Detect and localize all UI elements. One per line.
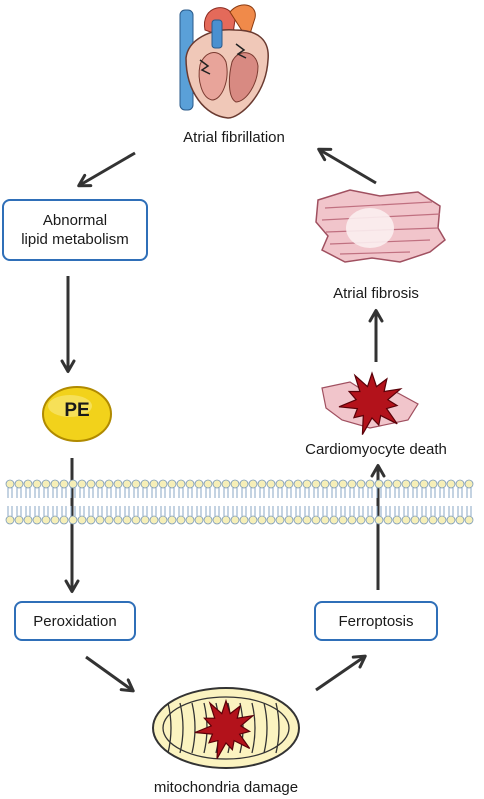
cell-membrane-icon — [5, 479, 474, 525]
arrow-mito-to-ferroptosis — [315, 654, 367, 692]
abnormal-lipid-metabolism-box: Abnormal lipid metabolism — [2, 199, 148, 261]
mitochondria-damage-label: mitochondria damage — [154, 779, 298, 796]
atrial-fibrosis-label: Atrial fibrosis — [333, 285, 419, 302]
mitochondrion-icon — [152, 687, 300, 769]
ferroptosis-label: Ferroptosis — [338, 612, 414, 630]
arrow-peroxidation-to-mito — [85, 655, 135, 693]
abnormal-lipid-line2: lipid metabolism — [21, 231, 129, 248]
peroxidation-box: Peroxidation — [14, 601, 136, 641]
fibrosis-tissue-icon — [315, 189, 446, 263]
peroxidation-label: Peroxidation — [33, 612, 117, 630]
ferroptosis-box: Ferroptosis — [314, 601, 438, 641]
heart-icon — [179, 4, 269, 119]
cardiomyocyte-burst-icon — [321, 371, 419, 435]
arrow-fibrosis-to-af — [317, 147, 377, 185]
arrow-af-to-lipid — [77, 151, 136, 188]
pe-pill-icon — [42, 386, 112, 442]
atrial-fibrillation-label: Atrial fibrillation — [183, 129, 285, 146]
pe-label: PE — [64, 400, 90, 421]
cardiomyocyte-death-label: Cardiomyocyte death — [305, 441, 447, 458]
abnormal-lipid-line1: Abnormal — [42, 212, 108, 229]
